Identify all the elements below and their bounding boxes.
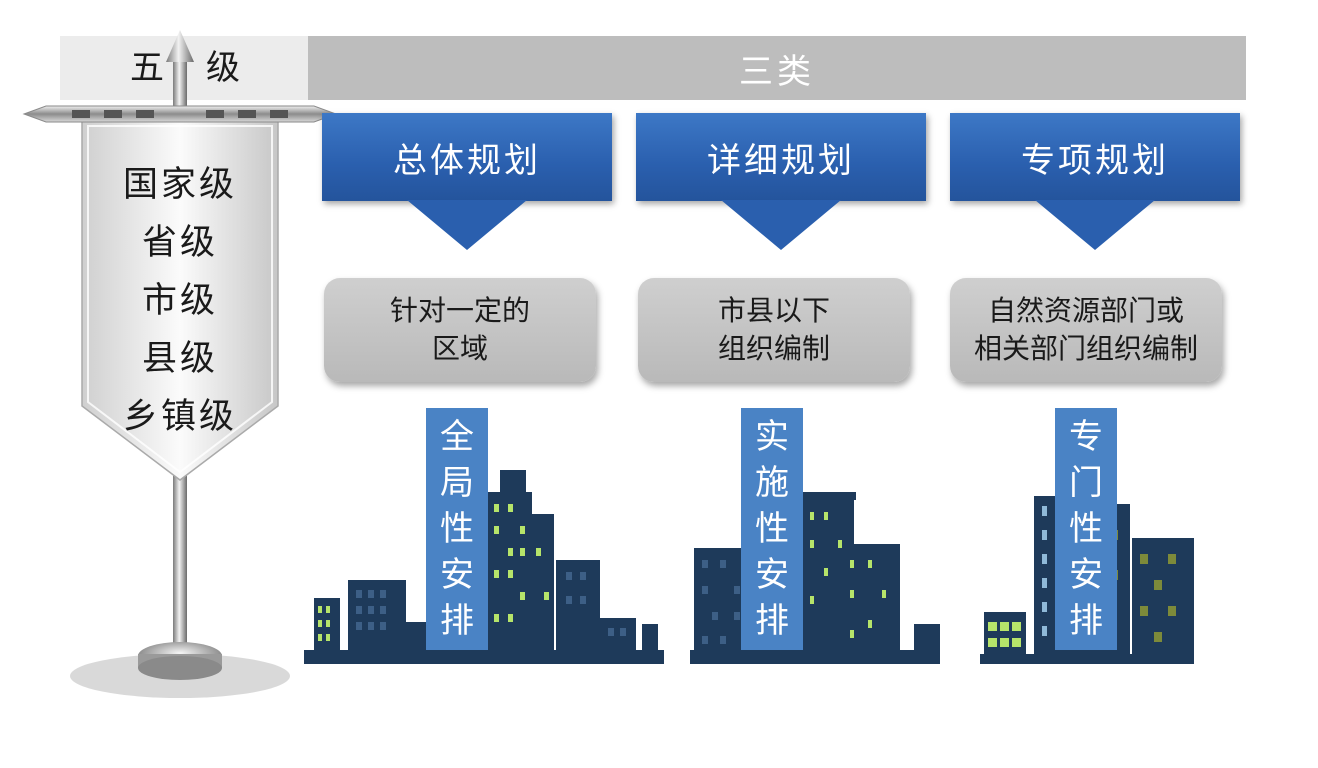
desc-line: 市县以下 — [717, 294, 830, 327]
label-char: 实 — [755, 417, 789, 457]
label-char: 专 — [1069, 417, 1103, 457]
city-skyline-icon — [980, 496, 1194, 664]
column-desc-master-plan: 针对一定的 区域 — [324, 278, 596, 382]
city-skyline-icon — [304, 470, 664, 664]
desc-line: 组织编制 — [717, 332, 830, 365]
level-list: 国家级 省级 市级 县级 乡镇级 — [88, 156, 272, 446]
down-arrow-icon — [721, 200, 841, 250]
three-types-label: 三类 — [739, 51, 815, 92]
label-char: 性 — [440, 509, 474, 549]
level-item-city: 市级 — [141, 281, 218, 321]
down-arrow-icon — [1035, 200, 1155, 250]
level-item-province: 省级 — [141, 223, 218, 263]
column-header-master-plan: 总体规划 — [322, 113, 612, 201]
city-skyline-icon — [690, 492, 940, 664]
desc-line: 自然资源部门或 — [987, 294, 1184, 327]
column-desc-special-plan: 自然资源部门或 相关部门组织编制 — [950, 278, 1222, 382]
desc-line: 针对一定的 — [389, 294, 530, 327]
label-char: 门 — [1069, 463, 1103, 503]
down-arrow-icon — [407, 200, 527, 250]
five-levels-label-right: 级 — [206, 48, 242, 88]
nature-label-implementation: 实 施 性 安 排 — [741, 408, 803, 650]
label-char: 排 — [1069, 601, 1103, 641]
desc-line: 相关部门组织编制 — [973, 332, 1198, 365]
label-char: 排 — [755, 601, 789, 641]
column-desc-detailed-plan: 市县以下 组织编制 — [638, 278, 910, 382]
level-item-national: 国家级 — [122, 165, 237, 205]
three-types-header-bar: 三类 — [308, 36, 1246, 100]
label-char: 局 — [440, 463, 474, 503]
label-char: 全 — [440, 417, 474, 457]
flagpole-banner-icon — [22, 30, 338, 698]
label-char: 安 — [440, 555, 474, 595]
label-char: 排 — [440, 601, 474, 641]
nature-label-specialized: 专 门 性 安 排 — [1055, 408, 1117, 650]
label-char: 施 — [755, 463, 789, 503]
five-levels-label-left: 五 — [130, 48, 166, 88]
label-char: 安 — [1069, 555, 1103, 595]
label-char: 性 — [755, 509, 789, 549]
label-char: 安 — [755, 555, 789, 595]
nature-label-overall: 全 局 性 安 排 — [426, 408, 488, 650]
desc-line: 区域 — [431, 332, 488, 365]
level-item-township: 乡镇级 — [122, 397, 237, 437]
label-char: 性 — [1069, 509, 1103, 549]
level-item-county: 县级 — [141, 339, 218, 379]
column-header-detailed-plan: 详细规划 — [636, 113, 926, 201]
column-header-special-plan: 专项规划 — [950, 113, 1240, 201]
